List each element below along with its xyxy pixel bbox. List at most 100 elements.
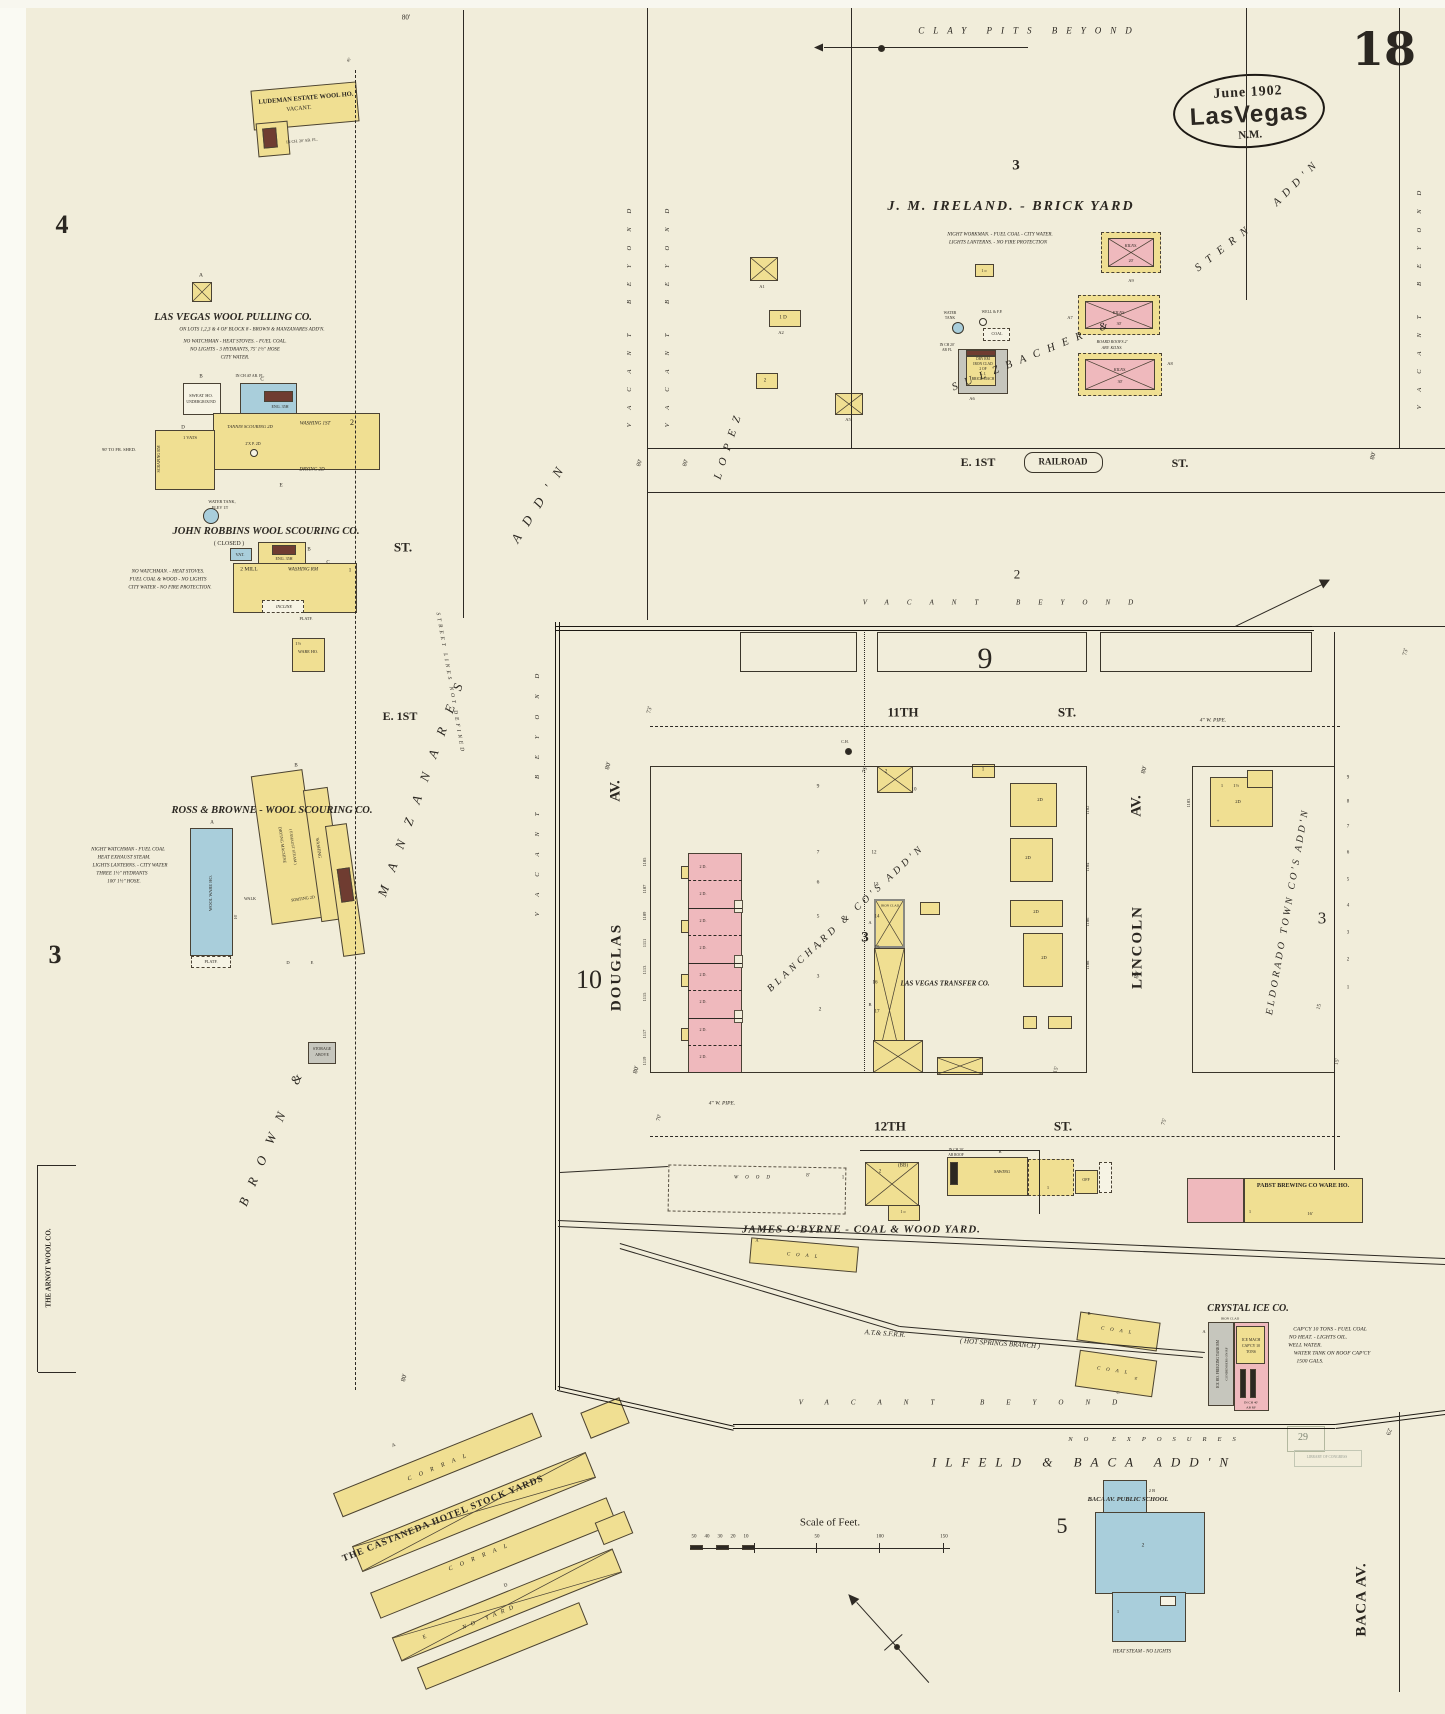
map-line	[879, 1543, 880, 1553]
map-circle	[250, 449, 258, 457]
map-label: 5	[1346, 877, 1350, 883]
map-label: WATER	[943, 311, 957, 316]
map-label: TANK	[944, 316, 956, 321]
map-label: 1111	[641, 938, 647, 948]
pabst-frame-warehouse	[1244, 1178, 1363, 1223]
map-label: 8'	[1134, 1376, 1138, 1381]
district-boundary	[1335, 1410, 1445, 1429]
map-label: 1 D	[779, 315, 787, 321]
map-label: WASHING RM	[287, 567, 319, 573]
baca-av-label: BACA AV.	[1353, 1562, 1370, 1637]
map-label: 9	[1346, 775, 1350, 781]
block-number-4: 4	[55, 210, 69, 239]
map-label: NO HEAT. - LIGHTS OIL.	[1288, 1334, 1348, 1341]
scale-bar	[690, 1548, 950, 1549]
district-boundary	[556, 1386, 735, 1431]
map-label: C	[1116, 1389, 1120, 1395]
sweat-house	[183, 383, 221, 415]
map-label: IN CH 40'	[1244, 1400, 1258, 1405]
e1st-st-label-upper: ST.	[393, 539, 413, 555]
building	[888, 1205, 920, 1221]
map-label: A	[391, 1443, 397, 1449]
building	[756, 373, 778, 389]
building	[681, 1028, 689, 1041]
map-label: 80'	[603, 761, 613, 771]
map-label: ST.	[1057, 704, 1077, 720]
dwelling	[1010, 900, 1063, 927]
map-label: 15	[874, 945, 880, 951]
map-label: 7	[816, 849, 820, 856]
atsf-railroad-label: A.T.& S.F.R.R.	[864, 1328, 906, 1339]
well	[979, 318, 987, 326]
map-label: BROWN &	[235, 1058, 311, 1209]
map-label: 2 D.	[699, 999, 707, 1004]
clay-pits-beyond-label: CLAY PITS BEYOND	[918, 25, 1141, 36]
block-outline	[1100, 632, 1312, 672]
map-label: 2D	[1037, 796, 1043, 802]
map-label: WATER TANK,	[208, 498, 236, 504]
map-label: IN CH. 20' AB. FL.	[286, 136, 318, 145]
map-label: 1108	[1084, 960, 1090, 970]
map-line	[1399, 8, 1400, 448]
map-label: ADD'N	[507, 454, 573, 546]
map-label: 2	[350, 418, 354, 427]
scale-bar-segment	[742, 1545, 755, 1550]
map-label: B	[998, 1148, 1002, 1154]
eleventh-st-label: 11TH	[887, 704, 919, 720]
loc-stamp: LIBRARY OF CONGRESS	[1306, 1455, 1348, 1460]
map-label: STORAGE	[312, 1046, 332, 1051]
map-label: NO WATCHMAN - HEAT STOVES. - FUEL COAL.	[183, 339, 287, 345]
map-label: 8'	[806, 1173, 810, 1179]
map-label: 1107	[641, 884, 647, 894]
map-label: 1	[348, 567, 352, 574]
scale-of-feet-label: Scale of Feet.	[799, 1516, 861, 1529]
map-label: 2D	[1025, 854, 1031, 860]
map-label: ON LOTS 1,2,3 & 4 OF BLOCK 8 - BROWN & M…	[179, 327, 325, 333]
map-label: 2 D.	[699, 1027, 707, 1032]
map-label: A	[868, 919, 872, 925]
block-number-3-blanchard: 3	[861, 929, 869, 946]
map-label: A5	[845, 416, 851, 422]
map-label: 2 D.	[699, 945, 707, 950]
map-label: 1	[1346, 985, 1350, 991]
map-label: 2 OF	[979, 367, 987, 372]
block-number-2: 2	[1013, 566, 1021, 582]
wool-warehouse	[190, 828, 233, 956]
map-label: IN CH 40' AB. FL.	[235, 374, 265, 379]
map-label: PLATF.	[204, 958, 218, 964]
railroad-label-box	[1024, 452, 1103, 473]
building	[192, 282, 212, 302]
map-label: 80'	[1368, 451, 1378, 461]
map-label: (BB)	[898, 1163, 908, 1169]
building	[734, 900, 743, 913]
map-label: NIGHT WATCHMAN - FUEL COAL	[91, 847, 165, 853]
map-label: 4	[818, 943, 822, 950]
building	[750, 257, 778, 281]
map-line	[816, 1543, 817, 1553]
map-label: ST.	[1053, 1118, 1073, 1134]
map-label: 4	[1346, 903, 1350, 909]
baca-school-label: BACA AV. PUBLIC SCHOOL	[1087, 1495, 1169, 1503]
map-label: A8	[1167, 360, 1173, 366]
map-label: 80'	[682, 458, 690, 468]
map-line	[688, 880, 742, 881]
map-label: 100' 1½" HOSE.	[107, 879, 141, 885]
map-label: 1119	[641, 1056, 647, 1066]
map-label: WOOD	[734, 1175, 777, 1181]
map-label: ( CLOSED )	[213, 541, 245, 547]
map-label: NO WATCHMAN. - HEAT STOVES.	[131, 569, 205, 575]
map-label: CITY WATER - NO FIRE PROTECTION.	[128, 585, 212, 591]
map-label: ST.	[1171, 456, 1189, 470]
map-label: WELL WATER.	[1288, 1342, 1322, 1349]
map-label: 2D	[1235, 798, 1241, 804]
map-label: ( HOT SPRINGS BRANCH )	[959, 1336, 1041, 1351]
map-label: A9	[1128, 277, 1134, 283]
building	[262, 127, 278, 149]
las-vegas-transfer-label: LAS VEGAS TRANSFER CO.	[900, 979, 990, 988]
kiln-a8	[1085, 359, 1155, 390]
building	[1160, 1596, 1176, 1606]
map-label: WATER TANK ON ROOF CAP'CY	[1293, 1350, 1371, 1357]
map-label: VACANT BEYOND	[1415, 176, 1423, 410]
map-label: 75'	[1160, 1117, 1169, 1126]
map-label: 80'	[631, 1065, 641, 1075]
